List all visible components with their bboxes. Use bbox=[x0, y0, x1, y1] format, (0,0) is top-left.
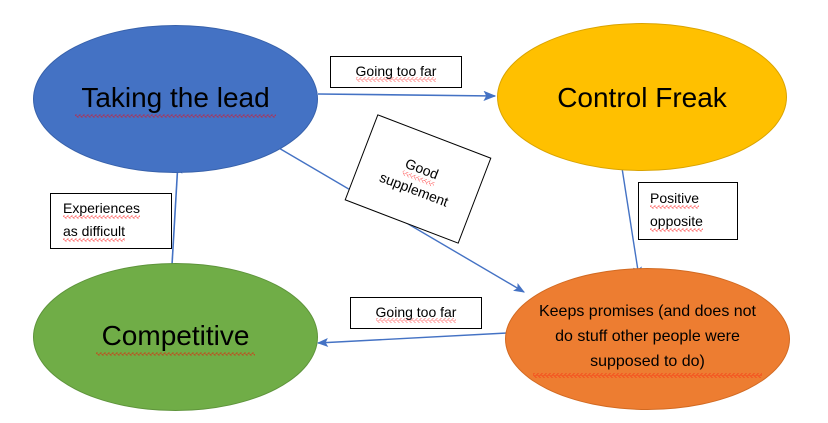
node-keeps-promises[interactable]: Keeps promises (and does not do stuff ot… bbox=[505, 268, 790, 410]
node-control-freak-label: Control Freak bbox=[557, 81, 727, 113]
edge-label-experiences-as-difficult-line2: as difficult bbox=[63, 223, 125, 242]
node-competitive-label: Competitive bbox=[96, 318, 256, 356]
edge-label-going-too-far-bottom-text: Going too far bbox=[375, 303, 457, 323]
edge-label-experiences-as-difficult-line1: Experiences bbox=[63, 200, 141, 219]
node-taking-the-lead-label: Taking the lead bbox=[75, 80, 275, 118]
edge-label-positive-opposite-line1: Positive bbox=[650, 190, 700, 209]
edge-label-going-too-far-top-text: Going too far bbox=[355, 62, 437, 82]
connector-keeps-promises-to-competitive bbox=[316, 332, 508, 347]
node-taking-the-lead[interactable]: Taking the lead bbox=[33, 25, 318, 173]
node-keeps-promises-label: Keeps promises (and does not do stuff ot… bbox=[533, 300, 762, 377]
edge-label-experiences-as-difficult[interactable]: Experiences as difficult bbox=[50, 193, 172, 249]
edge-label-positive-opposite-line2: opposite bbox=[650, 213, 703, 232]
node-competitive[interactable]: Competitive bbox=[33, 263, 318, 411]
edge-label-going-too-far-bottom[interactable]: Going too far bbox=[350, 297, 482, 329]
edge-label-going-too-far-top[interactable]: Going too far bbox=[330, 56, 462, 88]
connector-taking-the-lead-to-control-freak bbox=[317, 90, 497, 101]
connector-competitive-to-taking-the-lead bbox=[171, 160, 183, 266]
edge-label-positive-opposite[interactable]: Positive opposite bbox=[638, 182, 738, 240]
connector-control-freak-to-keeps-promises bbox=[621, 167, 642, 279]
node-control-freak[interactable]: Control Freak bbox=[497, 23, 787, 171]
